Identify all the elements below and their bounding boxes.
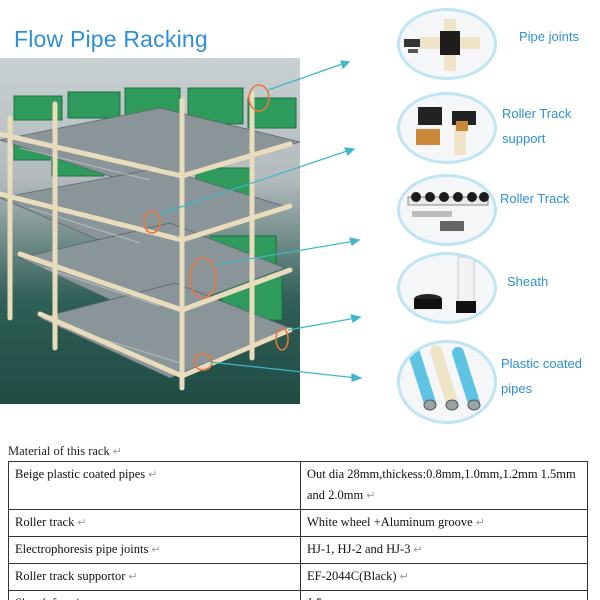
cell-text: Roller track — [15, 515, 75, 529]
table-row: Roller track↵White wheel +Aluminum groov… — [8, 509, 588, 537]
material-name-cell: Roller track↵ — [8, 509, 301, 537]
rack-illustration — [0, 84, 300, 391]
table-row: Beige plastic coated pipes↵Out dia 28mm,… — [8, 461, 588, 510]
return-mark: ↵ — [77, 517, 87, 529]
pipe-joint-icon — [397, 8, 497, 80]
material-spec-cell: J-5↵ — [300, 590, 588, 600]
cell-text: Sheath for pipe — [15, 596, 91, 600]
sheath-icon — [397, 252, 497, 324]
table-row: Roller track supportor↵EF-2044C(Black)↵ — [8, 563, 588, 591]
material-name-cell: Beige plastic coated pipes↵ — [8, 461, 301, 510]
return-mark: ↵ — [94, 598, 103, 600]
coated-pipes-icon — [397, 340, 497, 424]
return-mark: ↵ — [366, 490, 376, 502]
roller-track-support-icon — [397, 92, 497, 164]
material-spec-cell: Out dia 28mm,thickess:0.8mm,1.0mm,1.2mm … — [300, 461, 588, 510]
return-mark: ↵ — [475, 517, 485, 529]
material-spec-cell: HJ-1, HJ-2 and HJ-3↵ — [300, 536, 588, 564]
material-name-cell: Roller track supportor↵ — [8, 563, 301, 591]
roller-track-icon — [397, 174, 497, 246]
cell-text: Beige plastic coated pipes — [15, 467, 146, 481]
component-label: Plastic coated pipes — [501, 356, 582, 396]
cell-text: Out dia 28mm,thickess:0.8mm,1.0mm,1.2mm … — [307, 467, 576, 502]
material-spec-cell: White wheel +Aluminum groove↵ — [300, 509, 588, 537]
table-row: Electrophoresis pipe joints↵HJ-1, HJ-2 a… — [8, 536, 588, 564]
material-name-cell: Sheath for pipe↵ — [8, 590, 301, 600]
return-mark: ↵ — [151, 544, 161, 556]
cell-text: Roller track supportor — [15, 569, 126, 583]
component-label: Sheath — [507, 274, 549, 289]
material-spec-cell: EF-2044C(Black)↵ — [300, 563, 588, 591]
table-caption: Material of this rack↵ — [8, 444, 122, 458]
cell-text: Electrophoresis pipe joints — [15, 542, 149, 556]
table-row: Sheath for pipe↵J-5↵ — [8, 590, 588, 600]
material-name-cell: Electrophoresis pipe joints↵ — [8, 536, 301, 564]
cell-text: White wheel +Aluminum groove — [307, 515, 473, 529]
component-label: Pipe joints — [519, 29, 579, 44]
return-mark: ↵ — [148, 469, 158, 481]
component-label: Roller Track support — [502, 106, 572, 146]
return-mark: ↵ — [399, 571, 409, 583]
return-mark: ↵ — [128, 571, 138, 583]
cell-text: EF-2044C(Black) — [307, 569, 397, 583]
materials-table: Beige plastic coated pipes↵Out dia 28mm,… — [8, 461, 588, 600]
rack-photo — [0, 58, 300, 404]
page-title: Flow Pipe Racking — [14, 26, 208, 52]
component-label: Roller Track — [500, 191, 570, 206]
return-mark: ↵ — [325, 598, 334, 600]
cell-text: HJ-1, HJ-2 and HJ-3 — [307, 542, 411, 556]
cell-text: J-5 — [307, 596, 322, 600]
return-mark: ↵ — [413, 544, 423, 556]
